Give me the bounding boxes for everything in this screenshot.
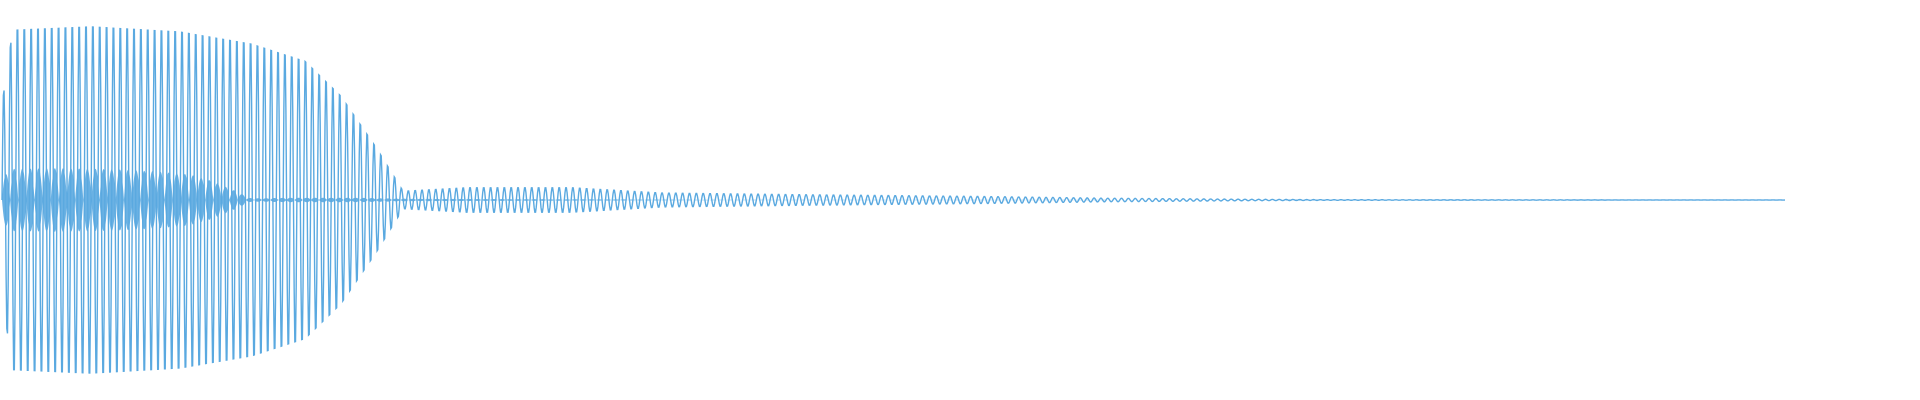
- waveform-lobe: [384, 198, 393, 202]
- waveform-lobe: [660, 199, 669, 201]
- waveform-lobe: [99, 168, 108, 232]
- waveform-lobe: [481, 198, 490, 202]
- waveform-lobe: [432, 198, 441, 202]
- waveform-lobe: [644, 199, 653, 201]
- waveform-lobe: [440, 198, 450, 202]
- waveform-lobe: [636, 199, 645, 201]
- waveform-lobe: [709, 199, 718, 201]
- waveform-lobe: [67, 168, 76, 232]
- waveform-lobe: [489, 199, 498, 201]
- waveform-lobe: [408, 198, 417, 202]
- waveform-lobe: [2, 174, 11, 226]
- waveform-lobe: [75, 168, 84, 232]
- waveform-lobe: [245, 198, 254, 202]
- waveform-lobe: [188, 175, 198, 225]
- waveform-lobe: [684, 199, 693, 201]
- waveform-lobe: [579, 199, 588, 201]
- waveform-lobe: [221, 186, 230, 214]
- waveform-lobe: [424, 198, 433, 202]
- waveform-lobe: [91, 168, 100, 232]
- waveform-lobe: [302, 197, 311, 203]
- waveform-lobe: [237, 194, 246, 206]
- waveform-lobe: [319, 197, 328, 203]
- waveform-lobe: [538, 199, 547, 201]
- waveform-lobe: [148, 171, 157, 229]
- waveform-lobe: [343, 197, 352, 203]
- waveform-lobe: [18, 168, 27, 232]
- waveform-lobe: [172, 173, 181, 227]
- waveform-lobe: [603, 199, 612, 201]
- waveform-lobe: [595, 199, 604, 201]
- waveform-lobe: [351, 197, 360, 203]
- waveform-lobe: [497, 199, 506, 201]
- waveform-lobe: [10, 168, 19, 232]
- waveform-lobe: [58, 168, 68, 232]
- waveform-lobe: [294, 197, 303, 203]
- waveform-lobe: [367, 198, 376, 202]
- waveform-lobe: [554, 199, 563, 201]
- waveform-lobe: [262, 198, 271, 202]
- waveform-lobe: [392, 198, 401, 202]
- waveform-cycles: [1, 26, 1786, 374]
- waveform-lobe: [562, 199, 571, 201]
- waveform-lobe: [449, 198, 458, 202]
- waveform-lobe: [701, 199, 710, 201]
- waveform-lobe: [587, 199, 596, 201]
- waveform-lobe: [692, 199, 702, 201]
- waveform-lobe: [164, 172, 173, 228]
- waveform-lobe: [652, 199, 661, 201]
- waveform-lobe: [457, 198, 466, 202]
- waveform-lobe: [668, 199, 677, 201]
- waveform-lobe: [400, 198, 409, 202]
- waveform-lobe: [619, 199, 628, 201]
- waveform-lobe: [611, 199, 620, 201]
- waveform-lobe: [83, 168, 92, 232]
- waveform-lobe: [310, 197, 320, 203]
- waveform-lobe: [115, 169, 124, 231]
- waveform-lobe: [156, 171, 165, 229]
- waveform-lobe: [514, 199, 523, 201]
- waveform-lobe: [473, 198, 482, 202]
- waveform-lobe: [570, 199, 580, 201]
- waveform-lobe: [26, 168, 35, 232]
- waveform-lobe: [50, 168, 59, 232]
- waveform-lobe: [42, 168, 51, 232]
- waveform-lobe: [286, 197, 295, 203]
- waveform-lobe: [505, 199, 515, 201]
- waveform-lobe: [335, 197, 344, 203]
- waveform-lobe: [465, 198, 474, 202]
- waveform-lobe: [132, 170, 141, 230]
- waveform-lobe: [627, 199, 637, 201]
- waveform-lobe: [375, 198, 385, 202]
- waveform-lobe: [107, 169, 116, 231]
- waveform-lobe: [205, 180, 214, 220]
- waveform-lobe: [359, 197, 368, 203]
- waveform-lobe: [546, 199, 555, 201]
- waveform-lobe: [530, 199, 539, 201]
- waveform-lobe: [229, 190, 238, 210]
- waveform-lobe: [180, 174, 189, 226]
- waveform-lobe: [416, 198, 425, 202]
- waveform-lobe: [270, 198, 279, 202]
- waveform-lobe: [253, 198, 263, 202]
- waveform-lobe: [327, 197, 336, 203]
- waveform-lobe: [278, 197, 287, 203]
- waveform-lobe: [34, 168, 43, 232]
- waveform-lobe: [140, 170, 149, 230]
- waveform-lobe: [197, 177, 206, 223]
- waveform-lobe: [522, 199, 531, 201]
- waveform-lobe: [123, 169, 133, 231]
- waveform-lobe: [213, 183, 222, 217]
- waveform-lobe: [676, 199, 685, 201]
